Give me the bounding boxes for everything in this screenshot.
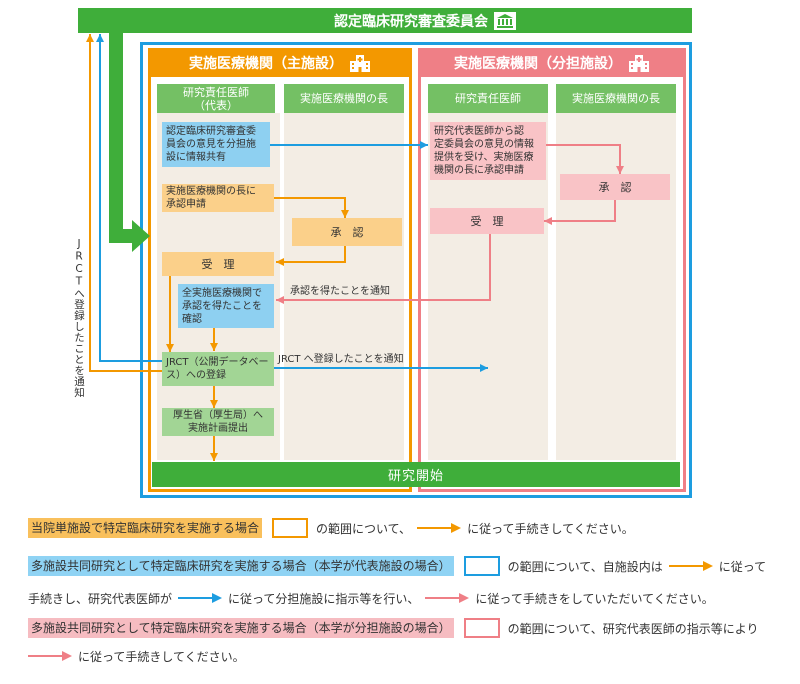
hospital-icon [628,54,650,72]
legend-single-case: 当院単施設で特定臨床研究を実施する場合 [28,518,263,538]
step-confirm-all-approved: 全実施医療機関で 承認を得たことを 確認 [178,284,274,328]
main-facility-header: 実施医療機関（主施設） [148,48,412,77]
legend-multi-branch-text-1: の範囲について、研究代表医師の指示等により [507,621,759,636]
legend-orange-scope-box [272,518,309,538]
branch-column-header-head: 実施医療機関の長 [556,84,676,113]
legend-multi-lead-text-1: の範囲について、自施設内は [507,559,663,574]
legend-single-text-2: に従って手続きしてください。 [467,521,634,536]
legend-single-text-1: の範囲について、 [316,521,412,536]
step-receive: 受 理 [162,252,274,276]
legend-multi-lead-text-2: に従って [718,559,767,574]
legend-row-multi-lead: 多施設共同研究として特定臨床研究を実施する場合（本学が代表施設の場合） の範囲に… [28,556,766,576]
step-share-opinion: 認定臨床研究審査委 員会の意見を分担施 設に情報共有 [162,122,270,167]
step-approve: 承 認 [292,218,402,246]
jrct-notice-vertical-label: JRCTへ登録したことを通知 [73,238,85,398]
legend-multi-lead-case: 多施設共同研究として特定臨床研究を実施する場合（本学が代表施設の場合） [28,556,454,576]
legend-row-single: 当院単施設で特定臨床研究を実施する場合 の範囲について、 に従って手続きしてくだ… [28,518,634,538]
jrct-notice-label: JRCT へ登録したことを通知 [278,354,404,365]
committee-label: 認定臨床研究審査委員会 [334,13,488,30]
step-submit-plan: 厚生省（厚生局）へ 実施計画提出 [162,408,274,436]
main-column-header-head: 実施医療機関の長 [284,84,404,113]
legend-multi-branch-case: 多施設共同研究として特定臨床研究を実施する場合（本学が分担施設の場合） [28,618,454,638]
legend-multi-lead-text-5: に従って手続きをしていただいてください。 [475,591,714,606]
branch-step-approve: 承 認 [560,174,670,200]
legend-multi-lead-text-4: に従って分担施設に指示等を行い、 [228,591,420,606]
legend-blue-arrow-icon [178,593,223,603]
legend-orange-arrow-icon [668,561,713,571]
legend-row-multi-branch: 多施設共同研究として特定臨床研究を実施する場合（本学が分担施設の場合） の範囲に… [28,618,758,638]
branch-step-request-approval: 研究代表医師から認 定委員会の意見の情報 提供を受け、実施医療 機関の長に承認申… [430,122,546,180]
research-start-bar: 研究開始 [152,462,680,487]
committee-building-icon [494,11,516,30]
main-facility-title: 実施医療機関（主施設） [189,55,343,72]
step-jrct-registration: JRCT（公開データベー ス）への登録 [162,352,274,386]
legend-orange-arrow-icon [417,523,462,533]
step-request-approval: 実施医療機関の長に 承認申請 [162,184,274,212]
branch-step-receive: 受 理 [430,208,544,234]
hospital-icon [349,54,371,72]
committee-bar: 認定臨床研究審査委員会 [78,8,692,33]
legend-multi-lead-text-3: 手続きし、研究代表医師が [28,591,173,606]
legend-row-multi-lead-continued: 手続きし、研究代表医師が に従って分担施設に指示等を行い、 に従って手続きをして… [28,588,714,608]
legend-pink-arrow-icon [28,651,72,661]
legend-pink-arrow-icon [425,593,470,603]
legend-blue-scope-box [463,556,500,576]
legend-row-multi-branch-continued: に従って手続きしてください。 [28,646,245,666]
branch-facility-title: 実施医療機関（分担施設） [454,55,622,72]
legend-multi-branch-text-2: に従って手続きしてください。 [78,649,245,664]
branch-column-header-pi: 研究責任医師 [428,84,548,113]
main-column-header-pi: 研究責任医師 （代表） [157,84,275,113]
approval-notice-label: 承認を得たことを通知 [290,286,390,297]
branch-facility-header: 実施医療機関（分担施設） [418,48,686,77]
branch-column-head-lane [556,113,676,460]
legend-pink-scope-box [463,618,500,638]
